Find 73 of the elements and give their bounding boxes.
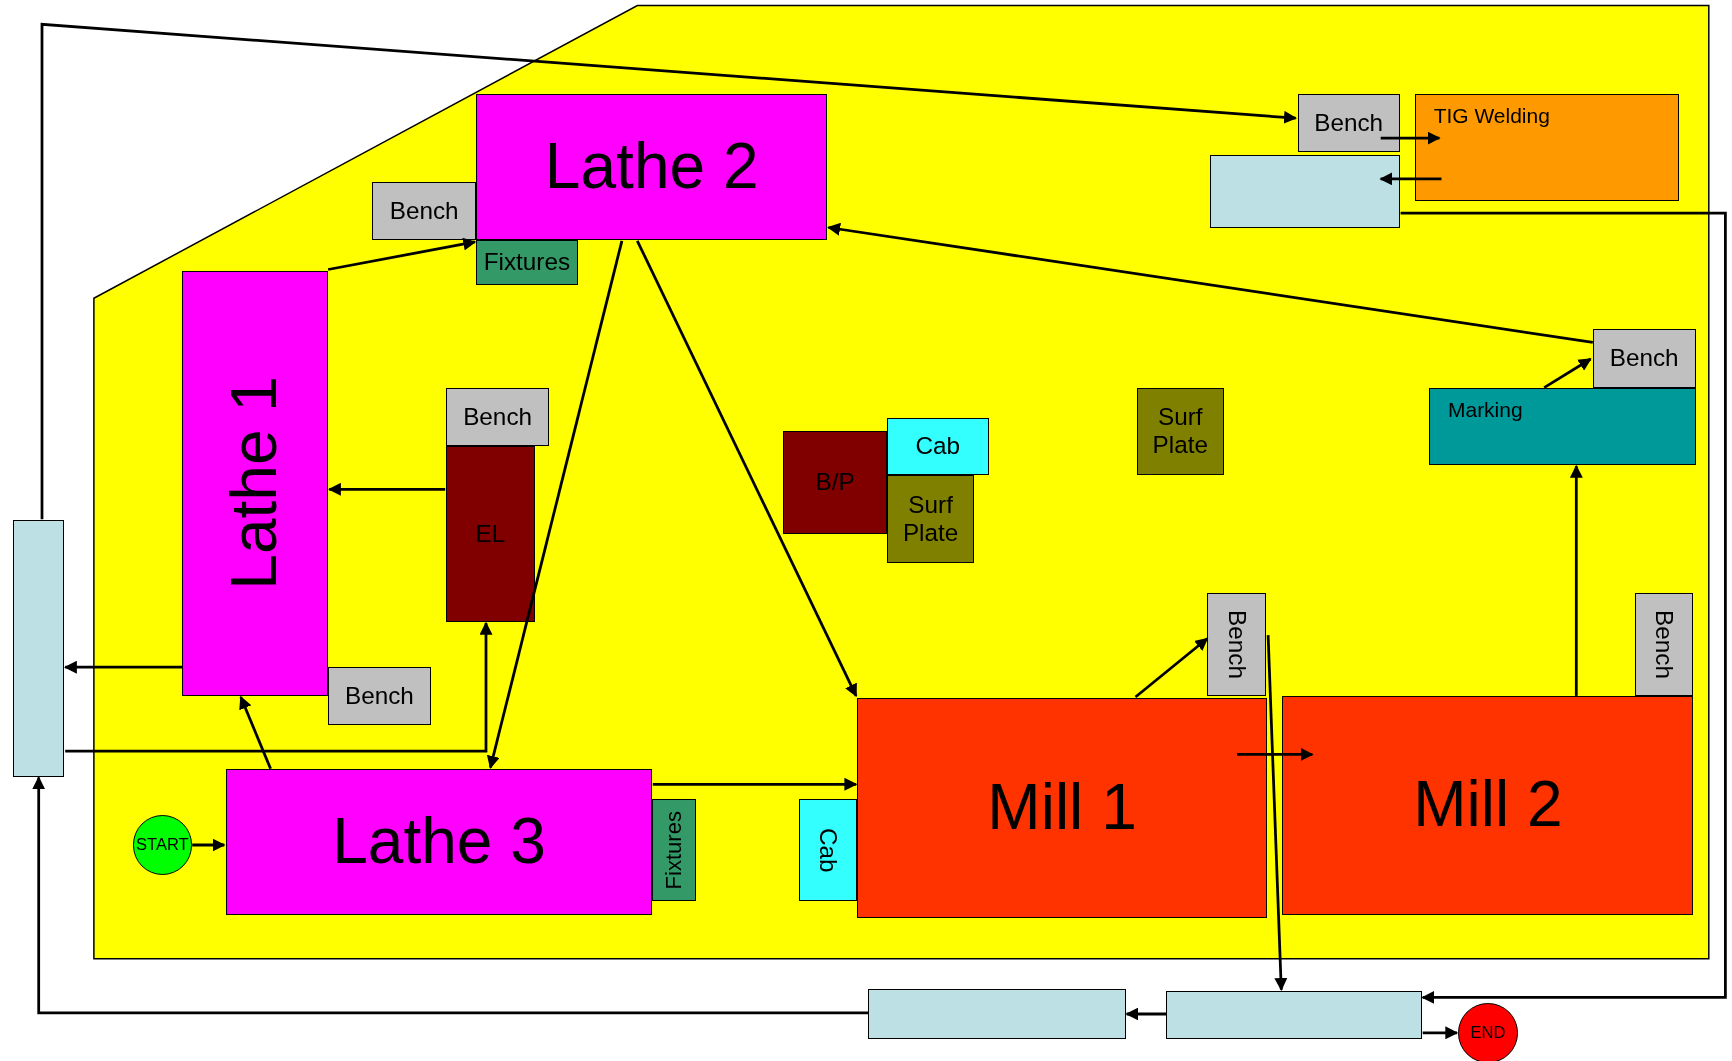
bench-box bbox=[1592, 329, 1696, 388]
flow-arrow bbox=[192, 838, 226, 852]
flow-arrow bbox=[486, 240, 624, 769]
mill-box bbox=[857, 698, 1267, 918]
node-label: EL bbox=[475, 520, 506, 549]
node-label: Cab bbox=[813, 827, 842, 873]
bench-box bbox=[1634, 593, 1694, 696]
node-label: Bench bbox=[1650, 610, 1678, 679]
welding-station-box bbox=[1414, 93, 1679, 201]
flow-arrow bbox=[1266, 635, 1288, 991]
node-label: Fixtures bbox=[483, 248, 571, 277]
flow-arrow bbox=[1125, 1007, 1167, 1021]
vendor-box bbox=[868, 988, 1126, 1040]
lathe-box bbox=[182, 270, 329, 696]
mill-box bbox=[1282, 695, 1694, 915]
flow-arrow bbox=[1422, 1026, 1459, 1040]
flow-arrow bbox=[327, 482, 446, 496]
flow-arrow bbox=[40, 22, 1297, 520]
node-label: Lathe 2 bbox=[544, 129, 759, 204]
vendor-box bbox=[1166, 990, 1422, 1040]
bench-box bbox=[1207, 593, 1266, 696]
cabinet-box bbox=[887, 417, 989, 475]
flow-arrow bbox=[1134, 637, 1209, 699]
surface-plate-box bbox=[887, 474, 975, 564]
node-label: Lathe 1 bbox=[218, 376, 292, 591]
bench-box bbox=[1297, 93, 1400, 153]
node-label: Lathe 3 bbox=[332, 804, 546, 879]
marking-station-box bbox=[1429, 387, 1696, 465]
machine-box bbox=[783, 430, 887, 534]
flow-arrow bbox=[65, 621, 493, 753]
flow-arrow bbox=[1569, 464, 1583, 696]
node-label: START bbox=[136, 835, 189, 855]
flow-arrow bbox=[636, 240, 858, 698]
node-label: Marking bbox=[1448, 397, 1523, 422]
flow-arrow bbox=[1400, 211, 1727, 1004]
bench-box bbox=[372, 182, 477, 240]
node-label: END bbox=[1470, 1023, 1506, 1043]
node-label: Bench bbox=[1222, 610, 1251, 679]
node-label: Fixtures bbox=[661, 810, 687, 890]
bench-box bbox=[446, 387, 549, 447]
node-label: Bench bbox=[463, 403, 533, 431]
flow-arrow bbox=[1543, 357, 1592, 389]
flow-arrow bbox=[1379, 172, 1442, 186]
node-label: Bench bbox=[1609, 344, 1679, 373]
lathe-box bbox=[226, 768, 652, 915]
node-label: Bench bbox=[389, 197, 459, 225]
flow-arrow bbox=[63, 660, 183, 674]
node-label: Cab bbox=[915, 432, 961, 461]
flow-arrow bbox=[32, 776, 869, 1015]
node-label: Surf Plate bbox=[1151, 403, 1209, 460]
flow-arrow bbox=[327, 237, 477, 271]
node-label: Bench bbox=[344, 681, 414, 710]
machine-box bbox=[446, 446, 535, 622]
node-label: Mill 1 bbox=[987, 771, 1137, 845]
flow-arrow bbox=[239, 695, 272, 770]
node-label: Bench bbox=[1314, 109, 1384, 138]
node-label: B/P bbox=[815, 468, 855, 497]
vendor-box bbox=[1209, 154, 1400, 228]
node-label: TIG Welding bbox=[1433, 103, 1550, 128]
flow-arrow bbox=[652, 777, 858, 791]
bench-box bbox=[328, 667, 431, 725]
node-label: Mill 2 bbox=[1413, 768, 1563, 843]
vendor-box bbox=[13, 520, 65, 777]
lathe-box bbox=[476, 93, 828, 240]
fixtures-box bbox=[651, 798, 696, 902]
surface-plate-box bbox=[1136, 387, 1224, 475]
fixtures-box bbox=[476, 239, 578, 285]
end-circle bbox=[1458, 1002, 1518, 1061]
flow-arrow bbox=[1380, 131, 1441, 145]
cabinet-box bbox=[798, 798, 858, 902]
flow-arrow bbox=[1237, 747, 1314, 761]
flow-arrow bbox=[827, 222, 1593, 344]
node-label: Surf Plate bbox=[901, 491, 960, 548]
